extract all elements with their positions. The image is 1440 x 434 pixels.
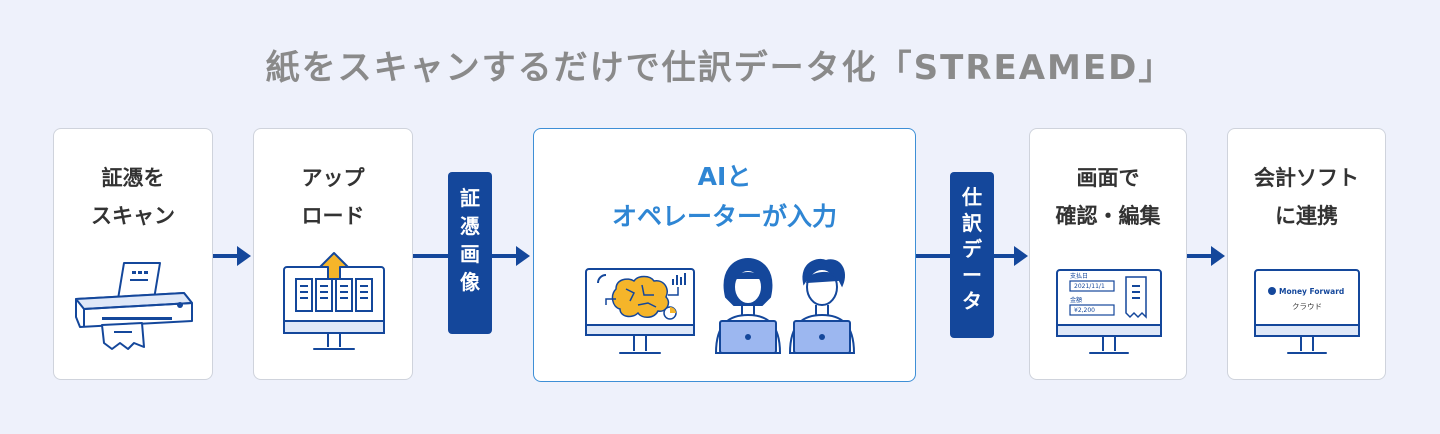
step-upload-label: アップ ロード <box>254 159 412 235</box>
monitor-review-icon: 支払日 2021/11/1 金額 ¥2,200 <box>1056 269 1162 354</box>
arrow-1 <box>213 246 251 266</box>
step-review-line2: 確認・編集 <box>1055 204 1161 228</box>
brain-icon <box>611 275 670 318</box>
step-ai-line1: AIと <box>697 162 752 191</box>
step-upload-line2: ロード <box>301 204 365 228</box>
badge-images-char-3: 画 <box>460 242 480 266</box>
receipt-date-label: 支払日 <box>1070 272 1088 280</box>
page-title: 紙をスキャンするだけで仕訳データ化「STREAMED」 <box>265 48 1175 88</box>
step-review-line1: 画面で <box>1076 166 1140 190</box>
step-accounting-card: 会計ソフト に連携 Money Forward クラウド <box>1227 128 1386 380</box>
arrow-2a <box>413 254 453 258</box>
step-scan-line2: スキャン <box>91 204 175 228</box>
step-ai-card: AIと オペレーターが入力 <box>533 128 916 382</box>
badge-evidence-images: 証 憑 画 像 <box>448 172 492 334</box>
badge-data-char-3: デ <box>962 237 982 261</box>
operator-1-icon <box>714 257 782 354</box>
badge-data-char-4: ー <box>962 263 982 287</box>
badge-data-char-1: 仕 <box>962 185 982 209</box>
step-review-label: 画面で 確認・編集 <box>1030 159 1186 235</box>
step-accounting-line2: に連携 <box>1275 204 1338 228</box>
step-upload-line1: アップ <box>301 166 365 190</box>
badge-images-char-4: 像 <box>460 270 480 294</box>
moneyforward-product: クラウド <box>1292 302 1322 311</box>
receipt-amount-value: ¥2,200 <box>1074 307 1095 314</box>
moneyforward-logo-icon <box>1268 287 1276 295</box>
moneyforward-brand: Money Forward <box>1279 287 1344 296</box>
badge-images-char-1: 証 <box>460 186 480 210</box>
step-review-card: 画面で 確認・編集 支払日 2021/11/1 金額 ¥2,200 <box>1029 128 1187 380</box>
monitor-upload-icon <box>283 252 385 350</box>
arrow-3a <box>916 254 956 258</box>
step-ai-label: AIと オペレーターが入力 <box>534 157 915 237</box>
step-accounting-label: 会計ソフト に連携 <box>1228 159 1385 235</box>
step-accounting-line1: 会計ソフト <box>1254 166 1359 190</box>
step-upload-card: アップ ロード <box>253 128 413 380</box>
badge-journal-data: 仕 訳 デ ー タ <box>950 172 994 338</box>
badge-data-char-2: 訳 <box>962 211 982 235</box>
monitor-moneyforward-icon: Money Forward クラウド <box>1254 269 1360 354</box>
operator-2-icon <box>788 258 856 354</box>
arrow-2b <box>492 246 530 266</box>
arrow-4 <box>1187 246 1225 266</box>
upload-arrow-icon <box>319 252 349 280</box>
receipt-amount-label: 金額 <box>1070 296 1082 304</box>
step-scan-label: 証憑を スキャン <box>54 159 212 235</box>
scanner-icon <box>75 262 193 350</box>
step-ai-line2: オペレーターが入力 <box>611 202 837 231</box>
arrow-3b <box>994 246 1028 266</box>
badge-data-char-5: タ <box>962 289 982 313</box>
step-scan-card: 証憑を スキャン <box>53 128 213 380</box>
receipt-date-value: 2021/11/1 <box>1074 283 1105 290</box>
step-scan-line1: 証憑を <box>101 166 165 190</box>
ai-brain-monitor-icon <box>585 268 695 354</box>
badge-images-char-2: 憑 <box>460 214 480 238</box>
